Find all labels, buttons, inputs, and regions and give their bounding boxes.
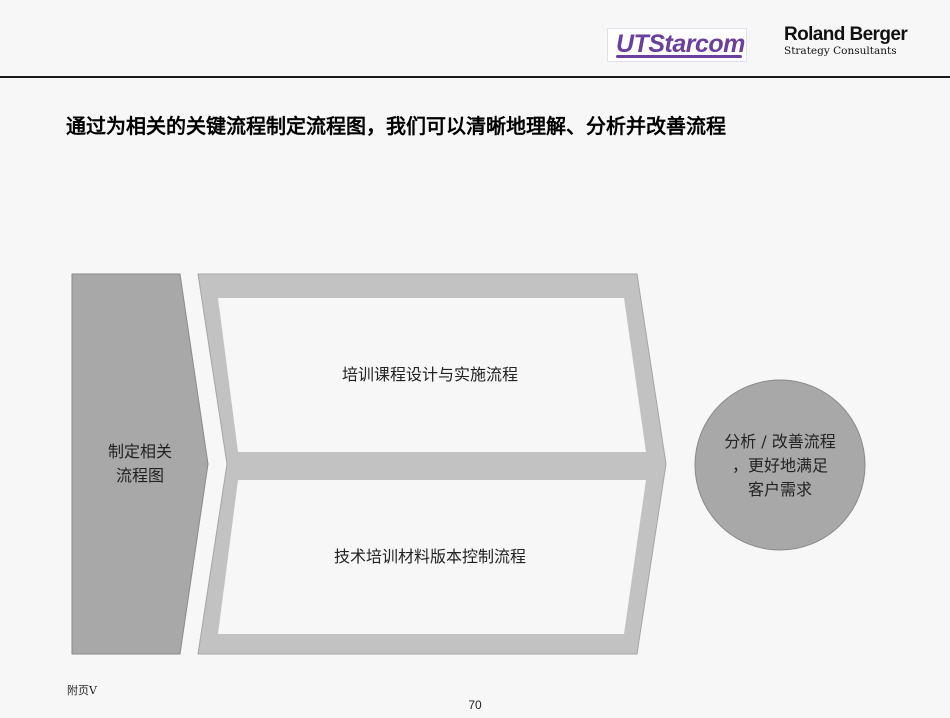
header-rule xyxy=(0,76,950,78)
left-chevron-box xyxy=(71,273,209,655)
outcome-circle xyxy=(694,379,866,551)
left-box-label: 制定相关 流程图 xyxy=(80,440,200,488)
circle-line2: ，更好地满足 xyxy=(731,456,828,475)
circle-line3: 客户需求 xyxy=(747,480,812,499)
roland-berger-logo: Roland Berger Strategy Consultants xyxy=(782,24,908,60)
lower-process-panel xyxy=(218,480,646,634)
circle-line1: 分析 / 改善流程 xyxy=(724,432,836,451)
upper-process-panel xyxy=(218,298,646,452)
roland-berger-subtitle: Strategy Consultants xyxy=(784,45,897,57)
roland-berger-name: Roland Berger xyxy=(784,24,908,45)
utstarcom-logo-text: UTStarcom xyxy=(616,30,745,58)
upper-process-label: 培训课程设计与实施流程 xyxy=(341,365,518,384)
circle-label: 分析 / 改善流程 ，更好地满足 客户需求 xyxy=(705,430,855,502)
appendix-footnote: 附页Ⅴ xyxy=(67,684,97,697)
utstarcom-logo-swoosh xyxy=(616,55,742,58)
left-box-line2: 流程图 xyxy=(115,466,164,485)
page-title: 通过为相关的关键流程制定流程图，我们可以清晰地理解、分析并改善流程 xyxy=(66,114,726,138)
page-number: 70 xyxy=(468,698,482,712)
utstarcom-logo: UTStarcom xyxy=(607,28,747,62)
lower-process-label: 技术培训材料版本控制流程 xyxy=(333,547,526,566)
left-box-line1: 制定相关 xyxy=(107,442,172,461)
